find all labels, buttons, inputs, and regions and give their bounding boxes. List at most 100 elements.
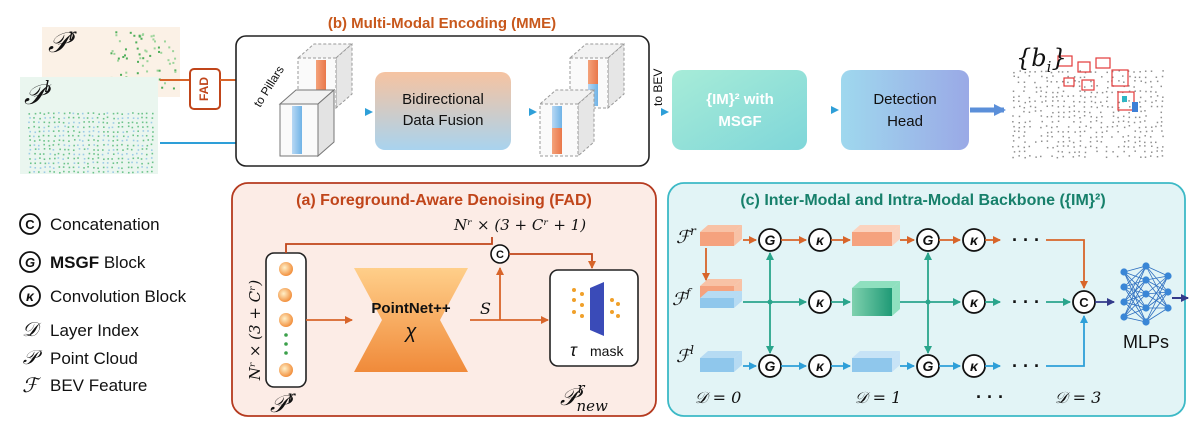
lidar-point: [117, 126, 120, 128]
output-point: [1090, 91, 1093, 94]
im2-msgf-block[interactable]: [672, 70, 807, 150]
lidar-point: [69, 112, 71, 114]
output-point: [1160, 111, 1163, 114]
mlp-edge: [1123, 265, 1147, 318]
output-point: [1105, 150, 1108, 153]
lidar-point: [116, 144, 119, 147]
output-point: [1050, 115, 1053, 118]
lidar-point: [97, 167, 99, 170]
mlp-edge: [1123, 286, 1147, 323]
output-point: [1122, 120, 1125, 122]
output-point: [1029, 125, 1031, 128]
radar-point: [157, 46, 160, 49]
output-point: [1061, 95, 1064, 97]
mlp-neuron: [1164, 288, 1172, 296]
output-point: [1105, 156, 1108, 159]
output-point: [1012, 156, 1014, 159]
radar-point: [146, 60, 149, 63]
lidar-feature-1-side: [892, 351, 900, 372]
output-point: [1061, 71, 1064, 73]
output-point: [1057, 71, 1060, 73]
head-label-2: Head: [887, 113, 923, 130]
mlp-edge: [1145, 291, 1169, 309]
lidar-point: [44, 166, 46, 168]
lidar-point: [141, 116, 143, 119]
lidar-point: [67, 134, 70, 137]
lidar-point: [83, 157, 86, 160]
output-point: [1073, 121, 1075, 123]
output-point: [1024, 101, 1027, 104]
output-point: [1041, 120, 1043, 123]
output-point: [1056, 145, 1059, 147]
output-point: [1073, 146, 1075, 148]
output-point: [1023, 106, 1026, 109]
output-point: [1072, 156, 1075, 158]
bidirectional-fusion-block[interactable]: [375, 72, 511, 150]
output-point: [1046, 131, 1049, 134]
output-point: [1161, 130, 1163, 132]
output-point: [1123, 126, 1126, 129]
lidar-point: [54, 135, 56, 137]
output-point: [1056, 80, 1058, 83]
lidar-point: [130, 148, 133, 151]
radar-point: [174, 70, 177, 73]
radar-feature-1-side: [892, 225, 900, 246]
radar-point: [124, 48, 127, 51]
output-point: [1096, 91, 1098, 94]
lidar-point: [73, 153, 76, 156]
pointnet-block[interactable]: [354, 268, 468, 372]
output-point: [1018, 150, 1021, 153]
output-point: [1067, 126, 1070, 128]
radar-point: [125, 71, 128, 74]
legend-text: Convolution Block: [50, 287, 187, 306]
output-point: [1018, 100, 1020, 103]
output-point: [1161, 150, 1163, 152]
output-point: [1106, 71, 1108, 74]
output-point: [1056, 156, 1059, 159]
radar-feature-0-side: [734, 225, 742, 246]
lidar-point: [83, 134, 86, 137]
lidar-point: [88, 152, 91, 155]
output-point: [1116, 125, 1119, 127]
conv-f1-symbol: κ: [816, 294, 825, 310]
lidar-point: [87, 148, 89, 150]
lidar-point: [97, 130, 100, 133]
output-point: [1067, 71, 1069, 73]
output-point: [1112, 111, 1115, 114]
output-point: [1017, 145, 1020, 148]
legend-text: Point Cloud: [50, 349, 138, 368]
output-point: [1024, 141, 1026, 143]
output-point: [1023, 81, 1026, 83]
lidar-point: [111, 166, 113, 169]
lidar-point: [67, 130, 69, 133]
output-point: [1013, 106, 1015, 109]
mlp-edge: [1145, 275, 1169, 295]
output-point: [1052, 75, 1054, 77]
lidar-point: [52, 130, 55, 133]
output-point: [1052, 146, 1054, 149]
lidar-point: [62, 158, 65, 160]
output-point: [1046, 116, 1049, 118]
lidar-point: [43, 148, 46, 150]
radar-point: [139, 57, 142, 60]
output-point: [1139, 131, 1142, 133]
lidar-point: [43, 143, 46, 146]
lidar-point: [59, 171, 61, 174]
lidar-point: [62, 139, 65, 142]
detection-head-block[interactable]: [841, 70, 969, 150]
lidar-point: [137, 157, 139, 159]
lidar-point: [146, 144, 149, 147]
lidar-point: [87, 139, 90, 142]
junction-2: [925, 299, 931, 305]
output-point: [1062, 105, 1065, 108]
legend-item-bev-feature: ℱ BEV Feature: [22, 373, 147, 397]
radar-point: [135, 41, 138, 44]
output-point: [1144, 120, 1146, 122]
output-point: [1067, 75, 1069, 78]
output-point: [1040, 155, 1042, 158]
legend-symbol: C: [25, 217, 35, 232]
lidar-point: [127, 117, 129, 119]
output-point: [1144, 81, 1147, 84]
